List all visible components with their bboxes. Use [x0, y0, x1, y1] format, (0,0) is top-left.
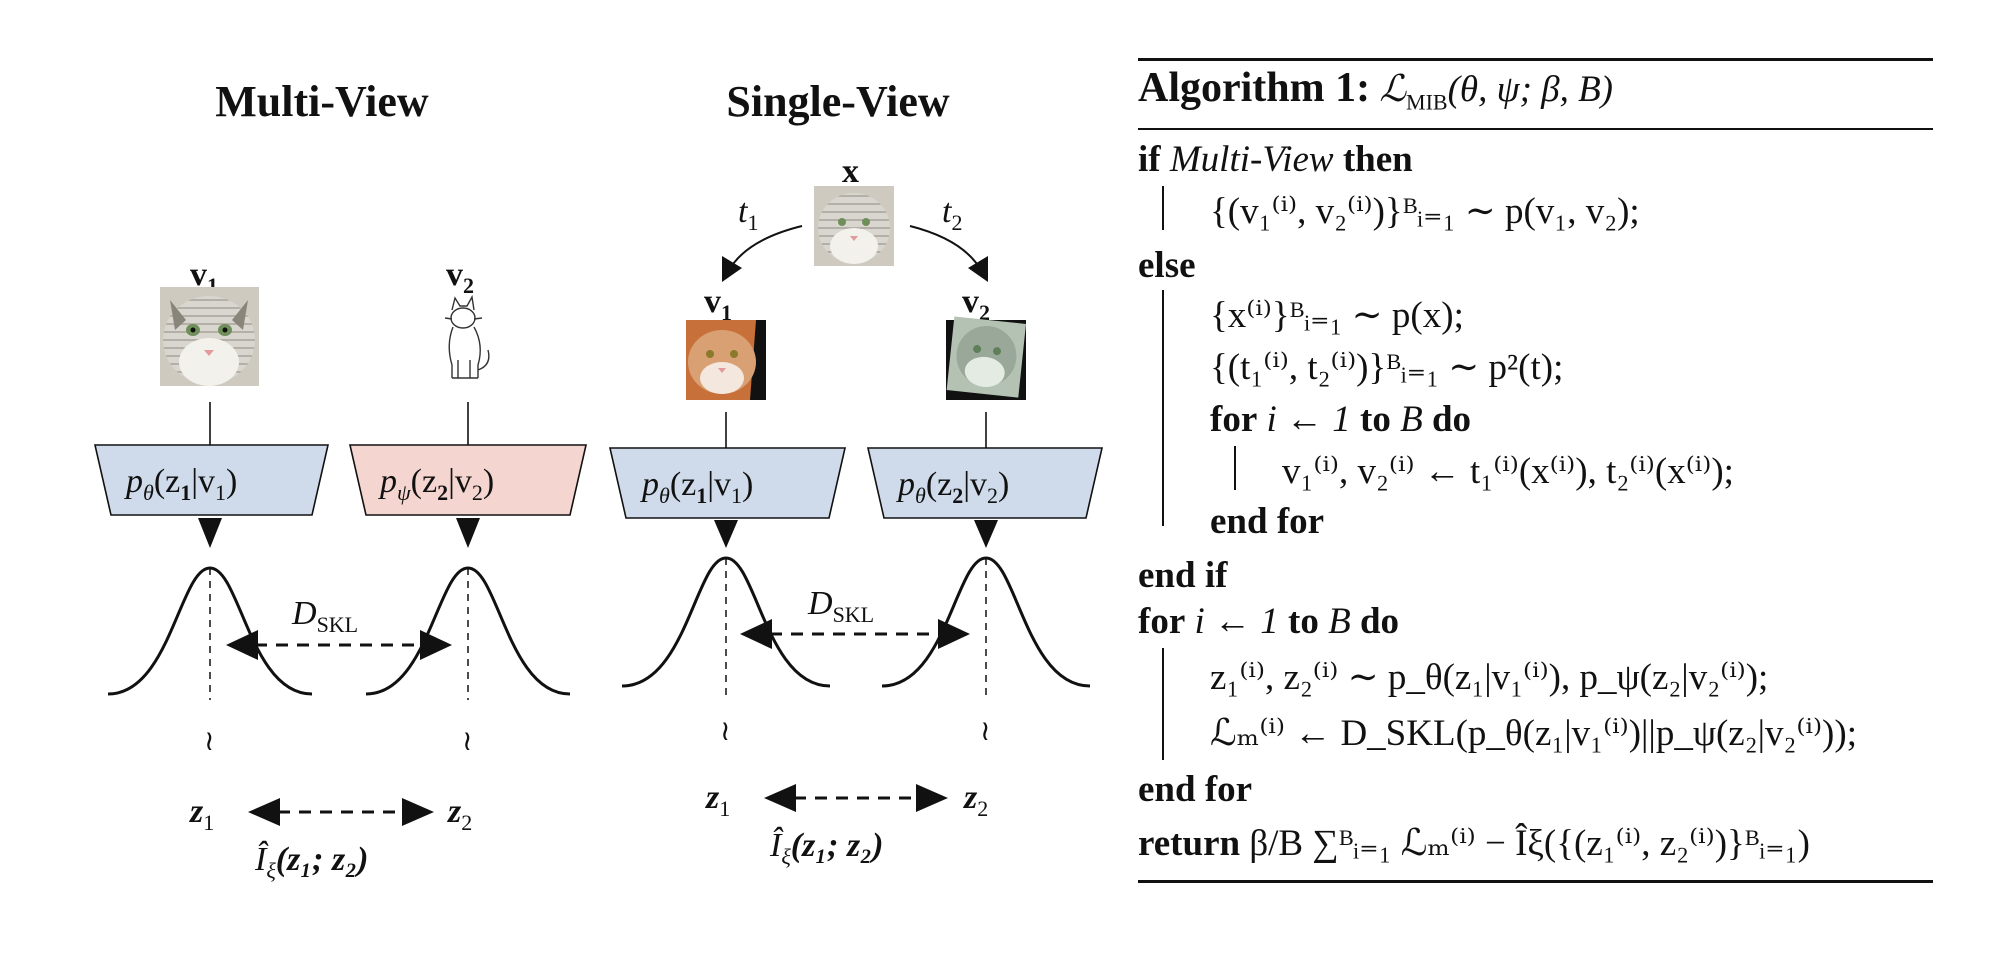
mv-v2-label: v2: [446, 256, 474, 298]
algo-line-loss: ℒₘ⁽ⁱ⁾ ← D_SKL(p_θ(z₁|v₁⁽ⁱ⁾)||p_ψ(z₂|v₂⁽ⁱ…: [1210, 713, 1857, 754]
svg-text:pθ(z1|v1): pθ(z1|v1): [640, 466, 753, 508]
algo-line-else: else: [1138, 245, 1196, 286]
sv-z2-label: z2: [963, 779, 988, 821]
sv-cat-view-1: [686, 320, 766, 400]
mv-mi-label: Îξ(z₁; z₂): [254, 841, 368, 883]
algo-top-rule: [1138, 58, 1933, 61]
sv-z1-label: z1: [705, 779, 730, 821]
mv-sample-1: ≀: [204, 726, 215, 757]
svg-text:pθ(z2|v2): pθ(z2|v2): [896, 466, 1009, 508]
sv-cat-view-2: [946, 316, 1026, 400]
sv-encoder-theta-1: pθ(z1|v1): [608, 447, 847, 519]
mv-v1-label: v1: [190, 256, 218, 298]
algo-line-if: if Multi-View then: [1138, 139, 1413, 180]
single-view-panel: Single-View x t1 t2 v1 v2: [608, 77, 1104, 869]
algo-line-end-if: end if: [1138, 555, 1228, 596]
algo-bottom-rule: [1138, 880, 1933, 883]
algo-header-rule: [1138, 128, 1933, 130]
sv-t1-label: t1: [738, 193, 758, 235]
algo-line-encode: z₁⁽ⁱ⁾, z₂⁽ⁱ⁾ ∼ p_θ(z₁|v₁⁽ⁱ⁾), p_ψ(z₂|v₂⁽…: [1210, 657, 1769, 698]
algo-line-end-for-inner: end for: [1210, 501, 1325, 542]
mv-z1-label: z1: [189, 793, 214, 835]
sv-sample-2: ≀: [980, 716, 991, 747]
svg-text:pψ(z2|v2): pψ(z2|v2): [378, 463, 494, 505]
algo-line-for-inner: for i ← 1 to B do: [1210, 399, 1472, 440]
svg-text:pθ(z1|v1): pθ(z1|v1): [124, 463, 237, 505]
mv-sample-2: ≀: [462, 726, 473, 757]
sv-mi-label: Îξ(z₁; z₂): [769, 827, 883, 869]
sv-v2-label: v2: [962, 283, 990, 325]
algo-line-sample-t: {(t₁⁽ⁱ⁾, t₂⁽ⁱ⁾)}ᴮᵢ₌₁ ∼ p²(t);: [1210, 347, 1564, 388]
algo-line-return: return β/B ∑ᴮᵢ₌₁ ℒₘ⁽ⁱ⁾ − Îξ({(z₁⁽ⁱ⁾, z₂⁽…: [1138, 823, 1810, 864]
sv-v1-label: v1: [704, 283, 732, 325]
sv-dskl-label: DSKL: [807, 585, 874, 627]
mv-cat-photo: [160, 287, 259, 386]
algo-line-augment: v₁⁽ⁱ⁾, v₂⁽ⁱ⁾ ← t₁⁽ⁱ⁾(x⁽ⁱ⁾), t₂⁽ⁱ⁾(x⁽ⁱ⁾);: [1282, 451, 1734, 492]
multi-view-title: Multi-View: [215, 77, 429, 126]
single-view-title: Single-View: [726, 77, 949, 126]
multi-view-panel: Multi-View v1 v2: [93, 77, 588, 883]
mv-z2-label: z2: [447, 793, 472, 835]
algo-line-end-for: end for: [1138, 769, 1253, 810]
algo-line-sample-x: {x⁽ⁱ⁾}ᴮᵢ₌₁ ∼ p(x);: [1210, 295, 1464, 336]
mv-encoder-psi: pψ(z2|v2): [348, 444, 588, 516]
mv-dskl-label: DSKL: [291, 595, 358, 637]
sv-source-cat: [814, 186, 894, 266]
mib-diagram: Multi-View v1 v2: [93, 77, 1104, 883]
algo-line-sample-views: {(v₁⁽ⁱ⁾, v₂⁽ⁱ⁾)}ᴮᵢ₌₁ ∼ p(v₁, v₂);: [1210, 191, 1640, 232]
mv-cat-sketch: [444, 294, 490, 379]
algo-title: Algorithm 1: ℒMIB(θ, ψ; β, B): [1138, 65, 1614, 115]
mv-encoder-theta: pθ(z1|v1): [93, 444, 330, 516]
sv-x-label: x: [842, 153, 859, 190]
algorithm-box: Algorithm 1: ℒMIB(θ, ψ; β, B) if Multi-V…: [1138, 58, 1933, 888]
algo-line-for: for i ← 1 to B do: [1138, 601, 1400, 642]
sv-sample-1: ≀: [720, 716, 731, 747]
sv-t2-label: t2: [942, 193, 962, 235]
sv-encoder-theta-2: pθ(z2|v2): [866, 447, 1104, 519]
